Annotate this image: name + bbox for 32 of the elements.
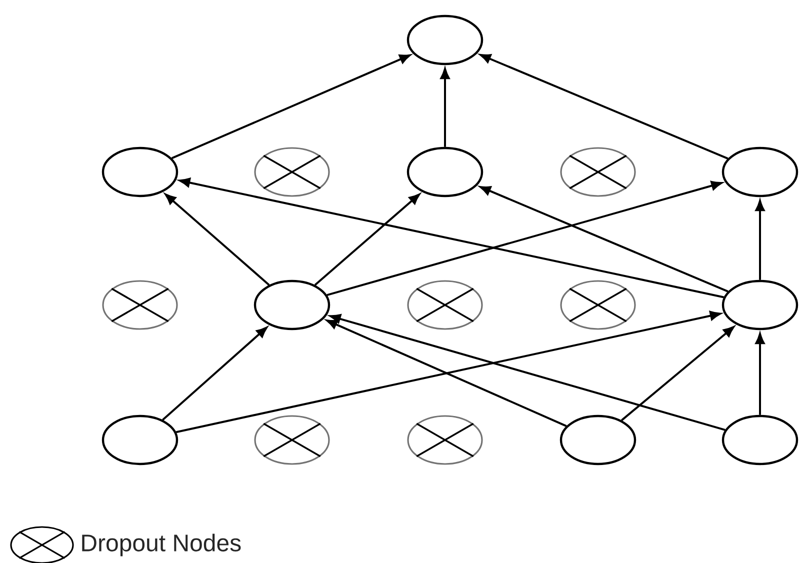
- neuron-node: [722, 280, 798, 330]
- arrow: [755, 200, 765, 280]
- arrow: [176, 311, 721, 434]
- arrow: [164, 194, 270, 286]
- dropout-node: [254, 147, 330, 197]
- arrow: [621, 326, 734, 422]
- arrow: [162, 326, 268, 421]
- arrow: [179, 178, 724, 298]
- neuron-node: [406, 14, 484, 66]
- neuron-node: [722, 146, 798, 198]
- arrow: [330, 314, 726, 431]
- dropout-node: [560, 280, 636, 330]
- dropout-node: [254, 415, 330, 465]
- arrow: [326, 320, 567, 427]
- arrow: [171, 54, 411, 160]
- neuron-node: [254, 280, 330, 330]
- dropout-node: [102, 280, 178, 330]
- neuron-node: [560, 414, 636, 466]
- arrow: [440, 68, 450, 147]
- arrow: [755, 333, 765, 415]
- neuron-node: [102, 414, 178, 466]
- dropout-node: [407, 415, 483, 465]
- arrow: [326, 180, 722, 296]
- neuron-node: [406, 146, 484, 198]
- dropout-node: [560, 147, 636, 197]
- neuron-node: [722, 414, 798, 466]
- arrow: [314, 194, 420, 286]
- dropout-node: [407, 280, 483, 330]
- arrow: [480, 54, 728, 160]
- legend-text: Dropout Nodes: [82, 534, 241, 556]
- neuron-node: [102, 146, 178, 198]
- arrow: [480, 186, 728, 292]
